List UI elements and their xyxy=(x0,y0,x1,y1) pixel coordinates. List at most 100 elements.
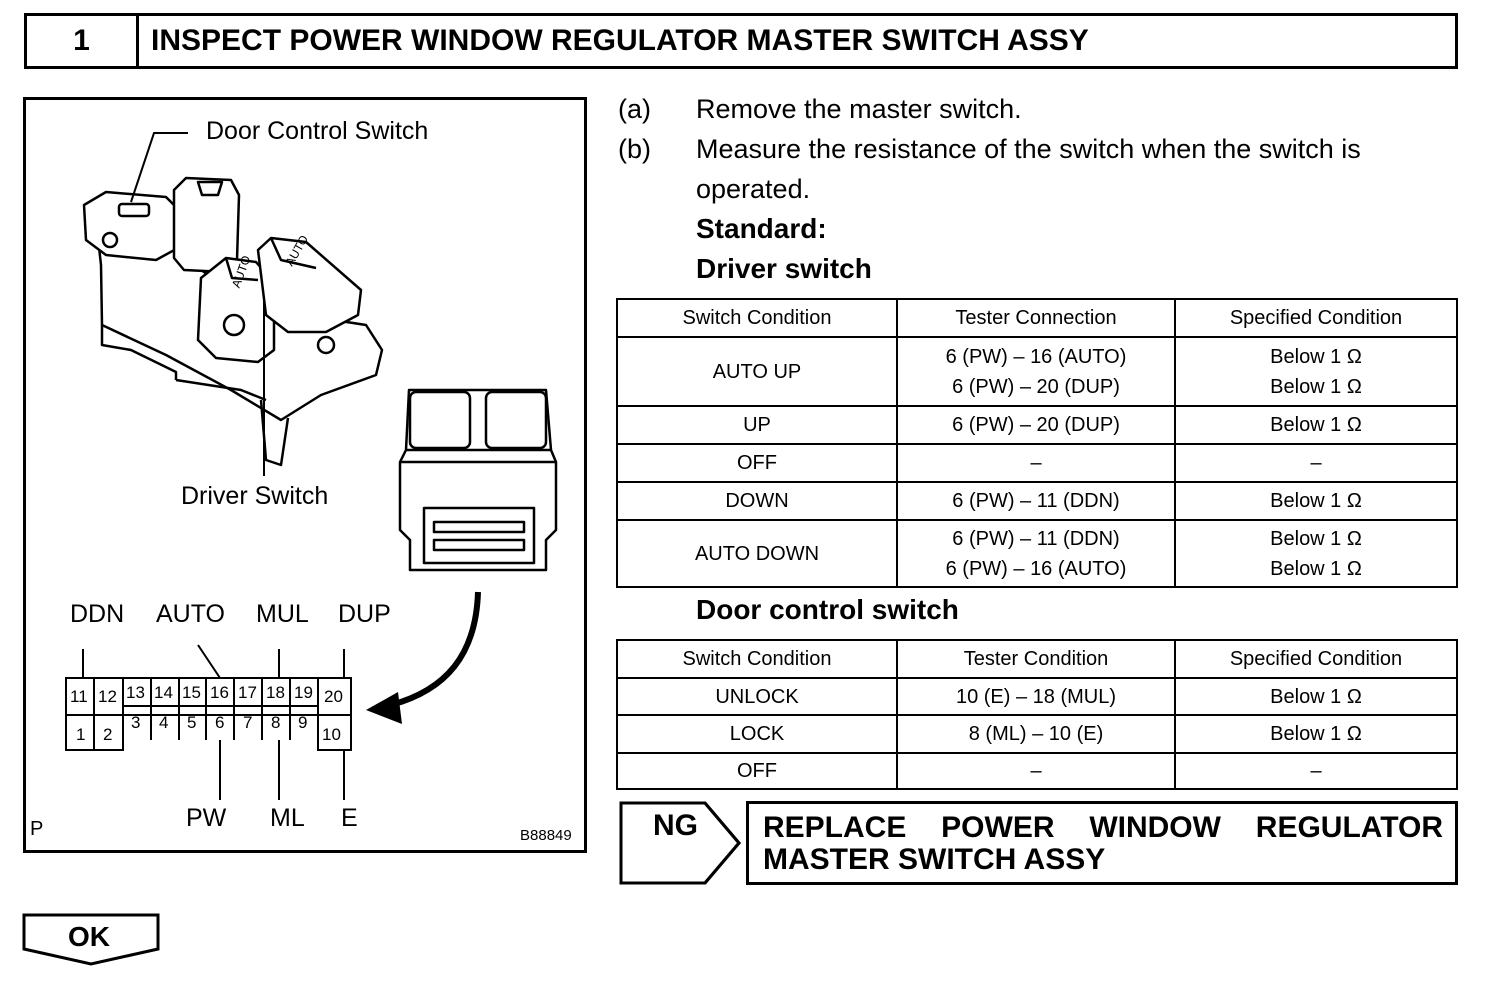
pin-number: 3 xyxy=(131,713,141,732)
pin-number: 6 xyxy=(215,713,225,732)
column-header: Switch Condition xyxy=(616,298,898,338)
column-header: Tester Condition xyxy=(896,639,1176,679)
pin-number: 20 xyxy=(324,687,343,706)
connection-line: 6 (PW) – 11 (DDN) xyxy=(952,527,1120,550)
ng-action-text-cont: MASTER SWITCH ASSY xyxy=(763,843,1106,876)
pin-number: 5 xyxy=(187,713,197,732)
pin-number: 14 xyxy=(154,683,173,702)
pin-number: 15 xyxy=(182,683,201,702)
connection-line: 6 (PW) – 16 (AUTO) xyxy=(945,557,1127,580)
spec-line: Below 1 Ω xyxy=(1270,557,1362,580)
table-row: OFF – – xyxy=(616,752,1458,790)
column-header: Specified Condition xyxy=(1174,298,1458,338)
driver-switch-table: Switch Condition Tester Connection Speci… xyxy=(616,298,1458,588)
pin-number: 17 xyxy=(238,683,257,702)
driver-switch-label: Driver Switch xyxy=(181,482,329,510)
switch-drawing: AUTO AUTO xyxy=(65,132,558,800)
table-header-row: Switch Condition Tester Connection Speci… xyxy=(616,298,1458,338)
table-row: UP 6 (PW) – 20 (DUP) Below 1 Ω xyxy=(616,405,1458,445)
column-header: Switch Condition xyxy=(616,639,898,679)
switch-condition: AUTO UP xyxy=(616,336,898,407)
step-b-text: Measure the resistance of the switch whe… xyxy=(696,134,1361,164)
switch-condition: UP xyxy=(616,405,898,445)
tester-connection: 6 (PW) – 20 (DUP) xyxy=(896,405,1176,445)
spec-line: Below 1 Ω xyxy=(1270,527,1362,550)
corner-mark: P xyxy=(30,818,44,840)
pin-number: 7 xyxy=(243,713,253,732)
spec-line: Below 1 Ω xyxy=(1270,345,1362,368)
step-title: INSPECT POWER WINDOW REGULATOR MASTER SW… xyxy=(151,24,1089,57)
pin-label-ml: ML xyxy=(270,804,305,832)
pin-label-ddn: DDN xyxy=(70,600,125,628)
ok-result-box: OK xyxy=(22,913,160,966)
switch-condition: DOWN xyxy=(616,481,898,521)
step-a-marker: (a) xyxy=(618,94,651,124)
switch-condition: OFF xyxy=(616,752,898,790)
pin-number: 2 xyxy=(103,725,113,744)
figure-code: B88849 xyxy=(520,827,572,844)
step-b-text-cont: operated. xyxy=(696,174,811,204)
connection-line: 6 (PW) – 20 (DUP) xyxy=(952,375,1120,398)
ok-arrow-shape xyxy=(22,913,160,966)
pin-label-auto: AUTO xyxy=(156,600,225,628)
ng-label: NG xyxy=(653,809,698,842)
step-a-text: Remove the master switch. xyxy=(696,94,1022,124)
table-header-row: Switch Condition Tester Condition Specif… xyxy=(616,639,1458,679)
ng-action-box: REPLACE POWER WINDOW REGULATOR MASTER SW… xyxy=(746,801,1458,885)
connection-line: 6 (PW) – 16 (AUTO) xyxy=(945,345,1127,368)
pin-label-dup: DUP xyxy=(338,600,391,628)
switch-condition: AUTO DOWN xyxy=(616,519,898,588)
spec-line: Below 1 Ω xyxy=(1270,375,1362,398)
tester-connection: 6 (PW) – 16 (AUTO) 6 (PW) – 20 (DUP) xyxy=(896,336,1176,407)
pin-number: 8 xyxy=(271,713,281,732)
pin-number: 19 xyxy=(294,683,313,702)
pin-number: 11 xyxy=(70,687,88,706)
specified-condition: Below 1 Ω xyxy=(1174,405,1458,445)
door-control-switch-label: Door Control Switch xyxy=(206,117,429,145)
table-row: DOWN 6 (PW) – 11 (DDN) Below 1 Ω xyxy=(616,481,1458,521)
switch-condition: LOCK xyxy=(616,714,898,754)
table-row: AUTO UP 6 (PW) – 16 (AUTO) 6 (PW) – 20 (… xyxy=(616,336,1458,407)
tester-connection: 6 (PW) – 11 (DDN) xyxy=(896,481,1176,521)
ng-arrow-shape xyxy=(619,801,741,885)
specified-condition: – xyxy=(1174,752,1458,790)
ng-result-box: NG xyxy=(619,801,743,885)
switch-illustration: AUTO AUTO xyxy=(23,97,587,853)
door-control-switch-heading: Door control switch xyxy=(696,594,959,625)
door-control-switch-table: Switch Condition Tester Condition Specif… xyxy=(616,639,1458,790)
standard-label: Standard: xyxy=(696,213,827,244)
tester-condition: 8 (ML) – 10 (E) xyxy=(896,714,1176,754)
pin-label-pw: PW xyxy=(186,804,227,832)
tester-condition: – xyxy=(896,752,1176,790)
switch-condition: UNLOCK xyxy=(616,677,898,716)
switch-condition: OFF xyxy=(616,443,898,483)
pin-number: 13 xyxy=(126,683,145,702)
ng-action-text: REPLACE POWER WINDOW REGULATOR xyxy=(763,811,1443,844)
tester-connection: – xyxy=(896,443,1176,483)
step-b-marker: (b) xyxy=(618,134,651,164)
tester-connection: 6 (PW) – 11 (DDN) 6 (PW) – 16 (AUTO) xyxy=(896,519,1176,588)
specified-condition: – xyxy=(1174,443,1458,483)
driver-switch-heading: Driver switch xyxy=(696,253,872,284)
specified-condition: Below 1 Ω xyxy=(1174,714,1458,754)
pin-label-mul: MUL xyxy=(256,600,309,628)
specified-condition: Below 1 Ω xyxy=(1174,481,1458,521)
pin-label-e: E xyxy=(341,804,358,832)
tester-condition: 10 (E) – 18 (MUL) xyxy=(896,677,1176,716)
pin-number: 12 xyxy=(98,687,117,706)
pin-number: 9 xyxy=(298,713,308,732)
column-header: Tester Connection xyxy=(896,298,1176,338)
specified-condition: Below 1 Ω Below 1 Ω xyxy=(1174,519,1458,588)
pin-number: 16 xyxy=(210,683,229,702)
table-row: AUTO DOWN 6 (PW) – 11 (DDN) 6 (PW) – 16 … xyxy=(616,519,1458,588)
column-header: Specified Condition xyxy=(1174,639,1458,679)
specified-condition: Below 1 Ω xyxy=(1174,677,1458,716)
table-row: UNLOCK 10 (E) – 18 (MUL) Below 1 Ω xyxy=(616,677,1458,716)
step-number: 1 xyxy=(27,16,139,66)
ok-label: OK xyxy=(68,921,110,952)
step-title-box: 1 INSPECT POWER WINDOW REGULATOR MASTER … xyxy=(24,13,1458,69)
pin-number: 18 xyxy=(266,683,285,702)
table-row: OFF – – xyxy=(616,443,1458,483)
pin-number: 1 xyxy=(76,725,86,744)
pin-number: 10 xyxy=(322,725,341,744)
